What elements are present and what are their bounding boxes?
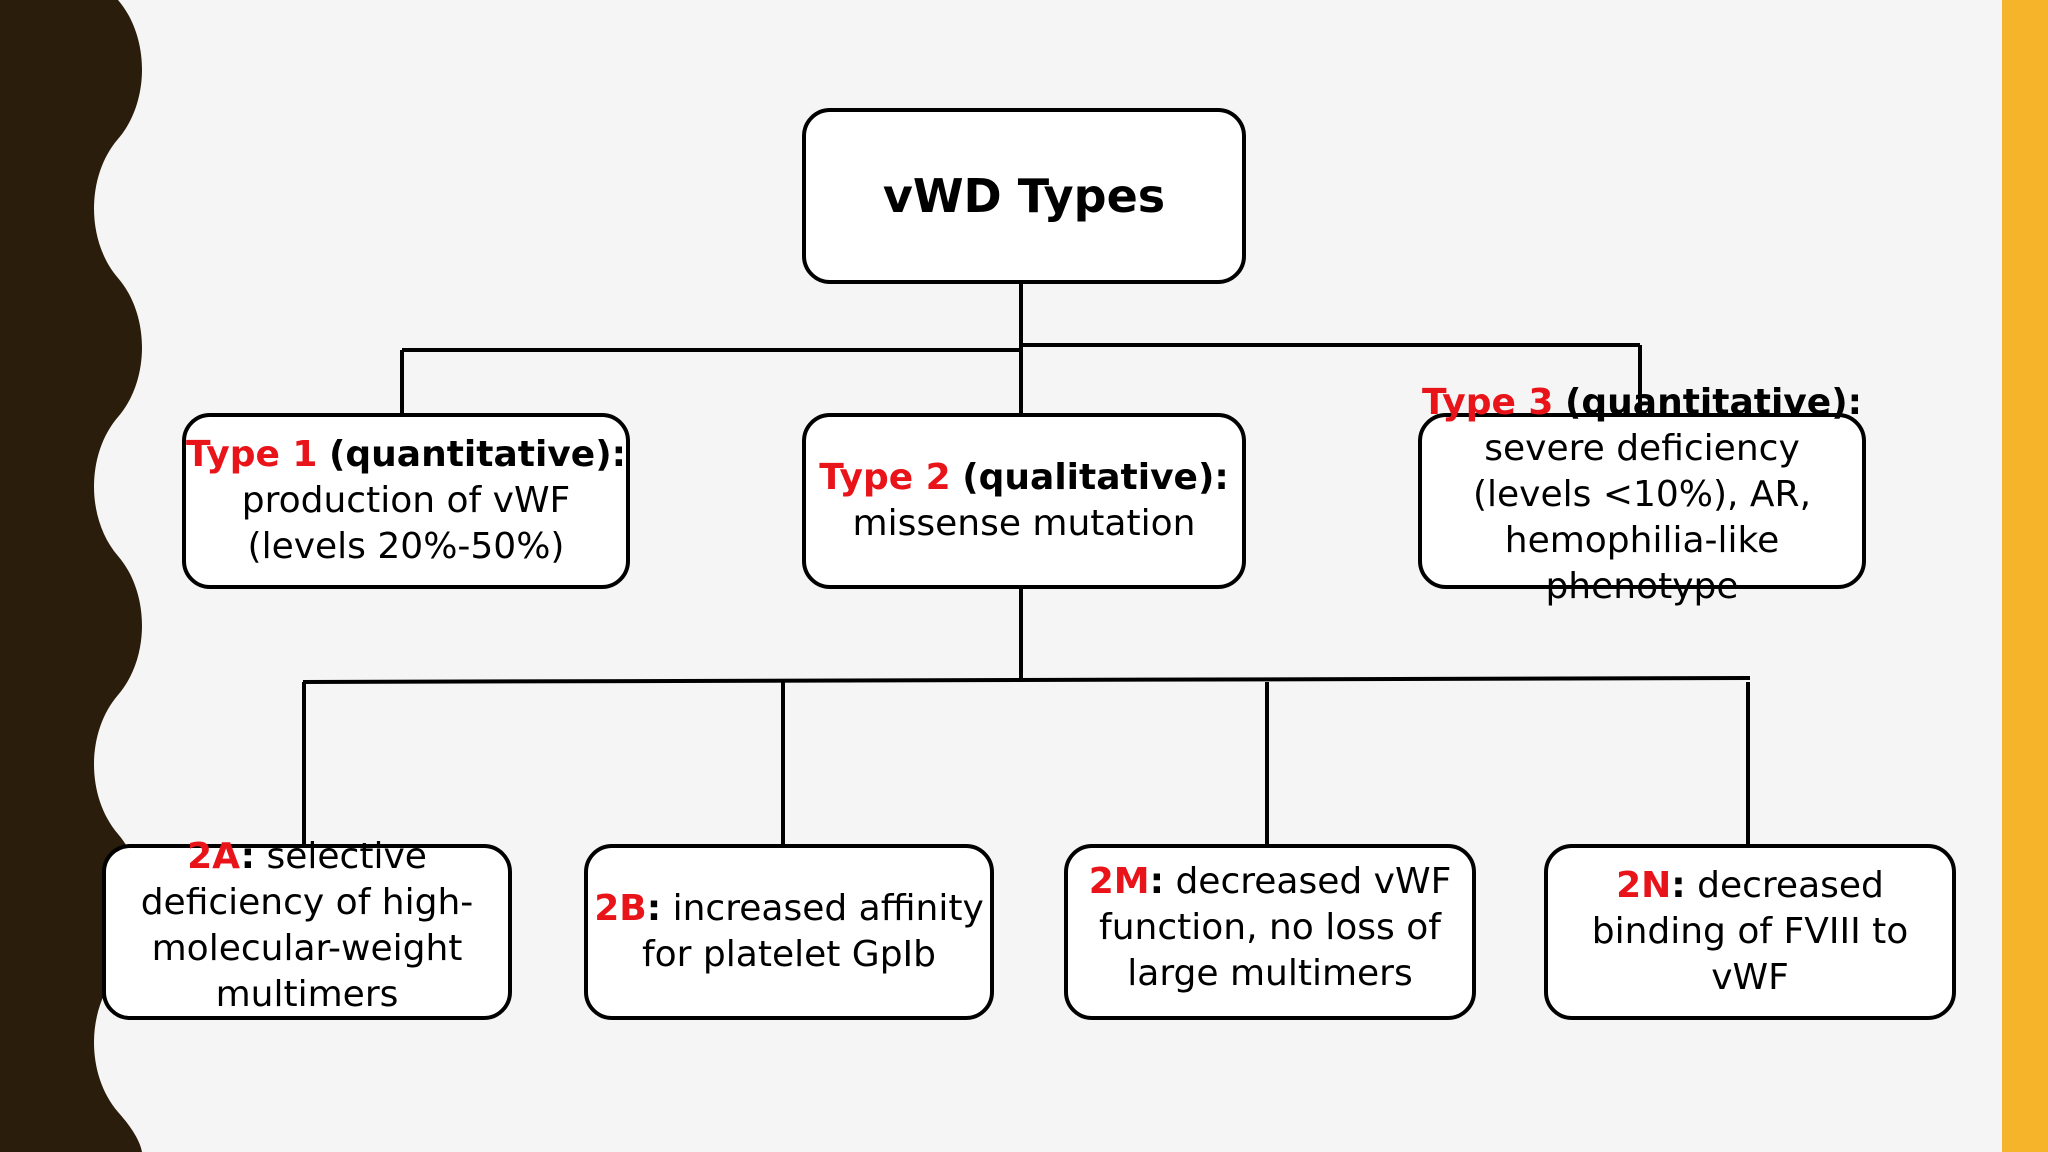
type3-line-4: phenotype	[1545, 566, 1739, 607]
type3-label: Type 3	[1421, 382, 1554, 423]
subtype-2m-label: 2M	[1088, 861, 1150, 902]
subtype-2n-line-2: vWF	[1711, 957, 1789, 998]
subtype-2m-line-2: large multimers	[1127, 953, 1413, 994]
subtype-2b-text: 2B: increased affinity for platelet GpIb	[594, 886, 984, 978]
type1-node: Type 1 (quantitative): production of vWF…	[182, 413, 630, 589]
right-accent-band	[2002, 0, 2048, 1152]
subtype-2n-first: decreased	[1697, 865, 1884, 906]
type2-qualifier: (qualitative):	[962, 457, 1229, 498]
subtype-2b-label: 2B	[594, 888, 647, 929]
type2-line-1: missense mutation	[852, 503, 1196, 544]
subtype-2n-line-1: binding of FVIII to	[1591, 911, 1909, 952]
type1-qualifier: (quantitative):	[328, 434, 627, 475]
type1-line-1: production of vWF	[241, 480, 571, 521]
subtype-2m-node: 2M: decreased vWF function, no loss of l…	[1064, 844, 1476, 1020]
subtype-2m-first: decreased vWF	[1175, 861, 1452, 902]
type2-text: Type 2 (qualitative): missense mutation	[819, 455, 1229, 547]
type3-node: Type 3 (quantitative): severe deficiency…	[1418, 382, 1866, 607]
type2-label: Type 2	[819, 457, 951, 498]
subtype-2m-colon: :	[1149, 861, 1164, 902]
subtype-2b-colon: :	[646, 888, 662, 929]
subtype-2a-colon: :	[240, 836, 256, 877]
type3-line-1: severe deficiency	[1484, 428, 1800, 469]
type3-line-2: (levels <10%), AR,	[1472, 474, 1812, 515]
bottom-branch	[302, 676, 1751, 684]
type1-line-2: (levels 20%-50%)	[247, 526, 565, 567]
subtype-2b-first: increased affinity	[672, 888, 984, 929]
type1-label: Type 1	[185, 434, 318, 475]
subtype-2a-label: 2A	[187, 836, 241, 877]
type3-qualifier: (quantitative):	[1564, 382, 1863, 423]
type2-node: Type 2 (qualitative): missense mutation	[802, 413, 1246, 589]
subtype-2m-text: 2M: decreased vWF function, no loss of l…	[1089, 859, 1452, 997]
root-node: vWD Types	[802, 108, 1246, 284]
subtype-2a-line-1: deficiency of high-	[140, 882, 474, 923]
subtype-2a-node: 2A: selective deficiency of high- molecu…	[102, 836, 512, 1020]
type3-text: Type 3 (quantitative): severe deficiency…	[1422, 380, 1862, 610]
subtype-2n-colon: :	[1671, 865, 1686, 906]
root-title: vWD Types	[882, 169, 1166, 223]
type1-text: Type 1 (quantitative): production of vWF…	[186, 432, 626, 570]
subtype-2a-line-2: molecular-weight	[151, 928, 463, 969]
subtype-2a-line-3: multimers	[215, 974, 399, 1015]
subtype-2n-label: 2N	[1616, 865, 1672, 906]
subtype-2m-line-1: function, no loss of	[1099, 907, 1441, 948]
subtype-2a-first: selective	[266, 836, 427, 877]
subtype-2n-node: 2N: decreased binding of FVIII to vWF	[1544, 844, 1956, 1020]
subtype-2n-text: 2N: decreased binding of FVIII to vWF	[1592, 863, 1909, 1001]
subtype-2b-line-1: for platelet GpIb	[641, 934, 937, 975]
subtype-2a-text: 2A: selective deficiency of high- molecu…	[141, 834, 474, 1018]
subtype-2b-node: 2B: increased affinity for platelet GpIb	[584, 844, 994, 1020]
type3-line-3: hemophilia-like	[1504, 520, 1780, 561]
